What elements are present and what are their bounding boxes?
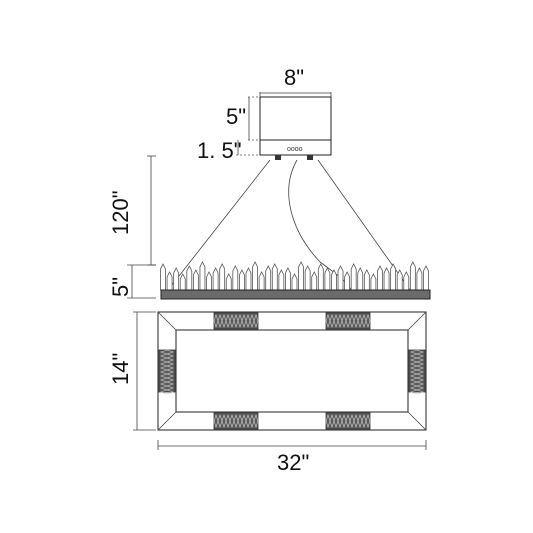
- ornament-top-right: [325, 312, 371, 330]
- ornament-bottom-left: [213, 412, 259, 430]
- crystal-prism: [311, 271, 318, 291]
- crystal-prism: [317, 263, 324, 291]
- ornament-pattern: [365, 314, 371, 328]
- dim-hanging-length: 120": [108, 155, 156, 266]
- label-canopy-height: 5": [226, 104, 246, 129]
- frame-top-view: [157, 311, 427, 431]
- crystal-prism: [232, 265, 239, 291]
- frame-corner-br: [407, 411, 427, 431]
- canopy-screws: oooo: [287, 146, 303, 153]
- label-body-depth: 14": [108, 353, 133, 385]
- cable-left: [167, 159, 271, 291]
- ornament-top-left: [213, 312, 259, 330]
- label-canopy-width: 8": [284, 65, 304, 90]
- crystal-prism: [258, 271, 265, 291]
- crystal-prism: [285, 267, 291, 291]
- frame-inner: [175, 329, 409, 413]
- label-crystal-height: 5": [108, 277, 133, 297]
- crystal-prism: [396, 269, 403, 291]
- crystal-prism: [186, 265, 193, 291]
- label-body-length: 32": [277, 450, 309, 475]
- crystal-prism: [350, 263, 357, 291]
- dim-body-length: 32": [157, 440, 427, 475]
- crystal-prism: [416, 267, 423, 291]
- frame-corner-tl: [157, 311, 177, 331]
- crystal-prism: [245, 267, 252, 291]
- crystal-prism: [160, 263, 166, 291]
- dim-canopy-plate: 1. 5": [197, 138, 260, 163]
- crystal-prism: [179, 273, 186, 291]
- crystal-prism: [337, 265, 344, 291]
- crystal-prism: [291, 273, 298, 291]
- crystal-prism: [238, 269, 245, 291]
- frame-corner-bl: [157, 411, 177, 431]
- crystal-prism: [265, 265, 272, 291]
- crystal-prism: [173, 267, 180, 291]
- crystal-prism: [390, 263, 397, 291]
- crystal-prism: [298, 261, 304, 291]
- ornament-pattern: [160, 389, 174, 395]
- crystal-prism: [331, 269, 337, 291]
- dim-canopy-height: 5": [226, 96, 260, 141]
- dim-canopy-width: 8": [259, 65, 332, 97]
- ornament-right: [408, 349, 426, 395]
- crystal-prism: [199, 261, 206, 291]
- canopy-plate: [259, 139, 332, 156]
- crystal-prism: [192, 269, 199, 291]
- ornament-pattern: [410, 389, 424, 395]
- crystal-prism: [324, 267, 331, 291]
- frame-ornaments: [158, 312, 426, 430]
- crystal-prism: [357, 267, 364, 291]
- canopy-body: [259, 96, 332, 141]
- crystal-row: [160, 261, 429, 291]
- crystal-prism: [377, 265, 383, 291]
- ornament-bottom-right: [325, 412, 371, 430]
- dim-crystal-height: 5": [108, 264, 156, 299]
- ornament-left: [158, 349, 176, 395]
- label-hanging-length: 120": [108, 190, 133, 235]
- crystal-prism: [304, 265, 311, 291]
- crystal-prism: [278, 269, 285, 291]
- crystal-prism: [383, 267, 390, 291]
- crystal-prism: [363, 269, 370, 291]
- frame-corner-tr: [407, 311, 427, 331]
- canopy: oooo: [259, 96, 332, 160]
- crystal-prism: [409, 261, 416, 291]
- crystal-prism: [403, 271, 410, 291]
- crystal-prism: [344, 271, 351, 291]
- canopy-hook-left: [275, 155, 281, 160]
- crystal-prism: [166, 271, 173, 291]
- crystal-prism: [225, 273, 232, 291]
- ornament-pattern: [253, 414, 259, 428]
- label-canopy-plate: 1. 5": [197, 138, 242, 163]
- canopy-hook-right: [307, 155, 313, 160]
- crystal-prism: [206, 271, 212, 291]
- ornament-pattern: [365, 414, 371, 428]
- crystal-prism: [423, 265, 429, 291]
- dim-body-depth: 14": [108, 311, 156, 431]
- frame-outer: [157, 311, 427, 431]
- crystal-prism: [219, 263, 226, 291]
- frame-bar: [160, 289, 431, 300]
- ornament-pattern: [253, 314, 259, 328]
- crystal-prism: [212, 267, 219, 291]
- crystal-prism: [252, 261, 258, 291]
- crystal-prism: [271, 263, 278, 291]
- crystal-prism: [370, 273, 377, 291]
